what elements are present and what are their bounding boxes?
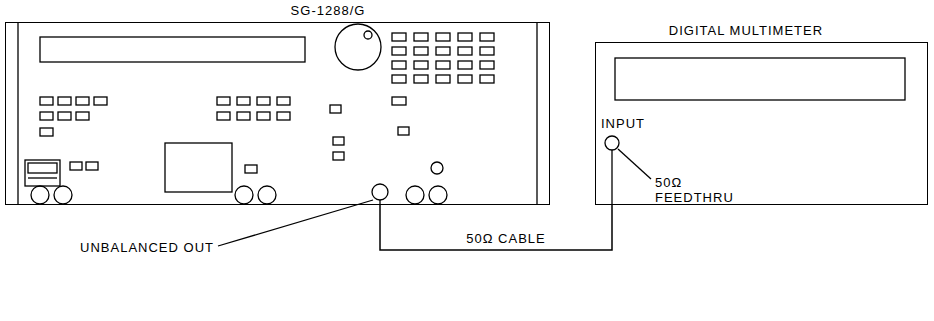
panel-button [40,112,53,120]
panel-button [330,105,341,113]
instrument-title: DIGITAL MULTIMETER [666,24,826,39]
panel-button [392,33,406,41]
panel-button [458,33,472,41]
power-switch-rocker [28,163,57,173]
panel-jack [235,186,253,204]
panel-rail [536,22,537,205]
panel-jack [54,186,72,204]
cable-lead [611,150,612,205]
meter-display [615,58,905,100]
panel-button [392,97,406,105]
panel-rail [17,22,18,205]
tuning-knob [335,24,381,70]
panel-jack [258,186,276,204]
panel-button [257,112,270,120]
input-connector [605,136,619,150]
panel-button [436,47,450,55]
panel-button [398,127,409,135]
panel-button [237,97,250,105]
instrument-box: SG-1288/G [5,22,550,205]
knob-dimple [364,31,372,39]
panel-button [480,33,494,41]
panel-button [392,47,406,55]
power-switch-rocker [28,177,57,178]
cable-label: 50Ω CABLE [463,232,548,247]
panel-meter [165,143,232,192]
panel-display [40,37,305,62]
panel-button [414,33,428,41]
leader-line [218,200,373,246]
panel-button [480,47,494,55]
callout-label: UNBALANCED OUT [80,241,214,256]
panel-button [333,152,344,160]
panel-button [237,112,250,120]
panel-button [436,75,450,83]
panel-button [458,75,472,83]
panel-button [86,162,98,170]
panel-button [333,137,344,145]
panel-button [76,97,89,105]
panel-button [458,61,472,69]
panel-button [217,97,230,105]
panel-button [58,112,71,120]
callout-label: 50Ω FEEDTHRU [655,176,733,206]
panel-button [480,61,494,69]
panel-button [277,112,290,120]
panel-button [277,97,290,105]
panel-button [458,47,472,55]
panel-jack [406,186,424,204]
panel-button [257,97,270,105]
panel-button [217,112,230,120]
panel-button [414,47,428,55]
panel-button [40,128,53,136]
cable-connector [380,205,612,250]
panel-button [392,61,406,69]
instrument-title: SG-1288/G [223,4,433,19]
panel-button [58,97,71,105]
output-connector [372,184,388,200]
panel-button [245,165,257,173]
panel-jack [431,162,443,174]
panel-jack [31,186,49,204]
panel-button [40,97,53,105]
panel-button [436,61,450,69]
panel-jack [429,186,447,204]
panel-button [94,97,107,105]
panel-button [392,75,406,83]
panel-button [76,112,89,120]
connector-label: INPUT [601,117,645,132]
panel-button [480,75,494,83]
leader-line [618,149,651,179]
panel-button [436,33,450,41]
panel-button [70,162,82,170]
power-switch [25,160,60,186]
panel-button [414,75,428,83]
panel-button [414,61,428,69]
